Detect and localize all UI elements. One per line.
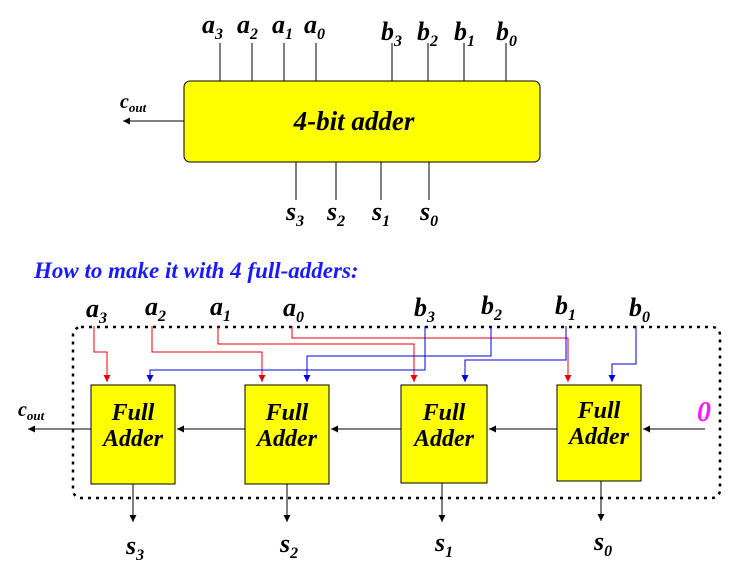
four-bit-adder-section: 4-bit adder a3 a2 a1 a0 b3 b2 b1 b0 s3 s…: [120, 10, 541, 230]
b2-wire: [303, 326, 492, 382]
b3-wire: [146, 326, 426, 382]
label-b2: b2: [417, 17, 438, 50]
label-b1: b1: [454, 17, 475, 50]
label-b3: b3: [381, 17, 402, 50]
label-cout-top: cout: [120, 91, 147, 115]
full-adder-chain: Full Adder Full Adder Full Adder Full Ad…: [18, 291, 722, 564]
bottom-label-b3: b3: [414, 293, 435, 326]
label-s0: s0: [419, 197, 438, 230]
a3-wire: [93, 326, 111, 382]
bottom-label-s0: s0: [593, 527, 612, 560]
full-adder-0-line1: Full: [577, 398, 621, 424]
label-b0: b0: [496, 17, 517, 50]
label-s2: s2: [326, 197, 345, 230]
full-adder-3-line1: Full: [111, 400, 155, 426]
label-a2: a2: [237, 10, 258, 43]
bottom-label-a3: a3: [86, 294, 107, 327]
label-a0: a0: [304, 10, 325, 43]
a2-wire: [151, 326, 266, 382]
full-adder-1-line2: Adder: [412, 426, 475, 452]
full-adder-2-line2: Adder: [255, 426, 318, 452]
section-heading: How to make it with 4 full-adders:: [33, 258, 359, 283]
bottom-label-b2: b2: [481, 291, 502, 324]
full-adder-0: [556, 384, 642, 482]
dashed-boundary: [71, 325, 722, 500]
a0-wire: [291, 326, 572, 382]
label-s3: s3: [285, 197, 304, 230]
label-s1: s1: [371, 197, 390, 230]
full-adder-1-line1: Full: [422, 400, 466, 426]
label-a1: a1: [272, 10, 293, 43]
a1-wire: [217, 326, 418, 382]
label-a3: a3: [202, 10, 223, 43]
full-adder-0-line2: Adder: [567, 424, 630, 450]
bottom-label-s3: s3: [125, 531, 144, 564]
bottom-label-a2: a2: [145, 292, 166, 325]
bottom-label-s1: s1: [434, 528, 453, 561]
full-adder-3-line2: Adder: [101, 426, 164, 452]
b0-wire: [608, 326, 637, 382]
four-bit-adder-title: 4-bit adder: [293, 106, 415, 136]
bottom-label-b1: b1: [555, 291, 576, 324]
bottom-label-s2: s2: [279, 529, 298, 562]
full-adder-2: [244, 384, 330, 485]
full-adder-1: [400, 384, 488, 484]
bottom-label-a1: a1: [210, 292, 231, 325]
full-adder-2-line1: Full: [265, 400, 309, 426]
b1-wire: [461, 326, 567, 382]
carry-in-zero: 0: [697, 397, 711, 428]
bottom-label-b0: b0: [629, 293, 650, 326]
bottom-label-a0: a0: [283, 293, 304, 326]
label-cout-bottom: cout: [18, 399, 45, 423]
full-adder-3: [90, 384, 176, 485]
